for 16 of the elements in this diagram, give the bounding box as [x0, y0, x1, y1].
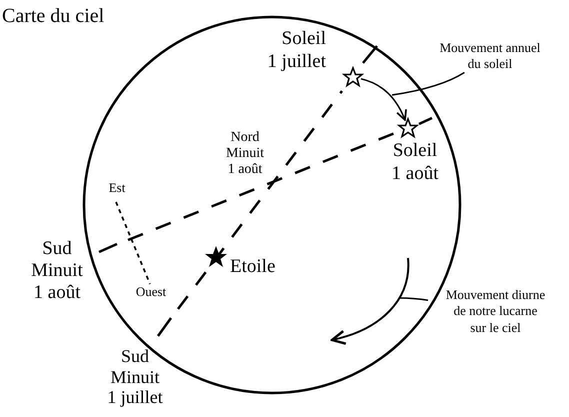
curved-arrow [360, 78, 407, 121]
sun-label: Soleil 1 juillet [266, 28, 326, 74]
leader-line [400, 297, 428, 302]
text-label: Ouest [134, 285, 168, 300]
text-label: Nord Minuit 1 août [224, 130, 266, 178]
text-label: Sud Minuit 1 juillet [106, 346, 164, 408]
sun-label: Soleil 1 août [390, 140, 440, 186]
text-label: Etoile [230, 256, 276, 278]
leader-line [392, 72, 465, 96]
title: Carte du ciel [2, 4, 106, 28]
star-icon [397, 117, 419, 139]
text-label: Est [108, 181, 126, 196]
annotation-text: Mouvement diurne de notre lucarne sur le ciel [428, 287, 563, 336]
star-icon [342, 66, 364, 88]
annotation-text: Mouvement annuel du soleil [420, 40, 560, 72]
text-label: Sud Minuit 1 août [30, 238, 84, 304]
